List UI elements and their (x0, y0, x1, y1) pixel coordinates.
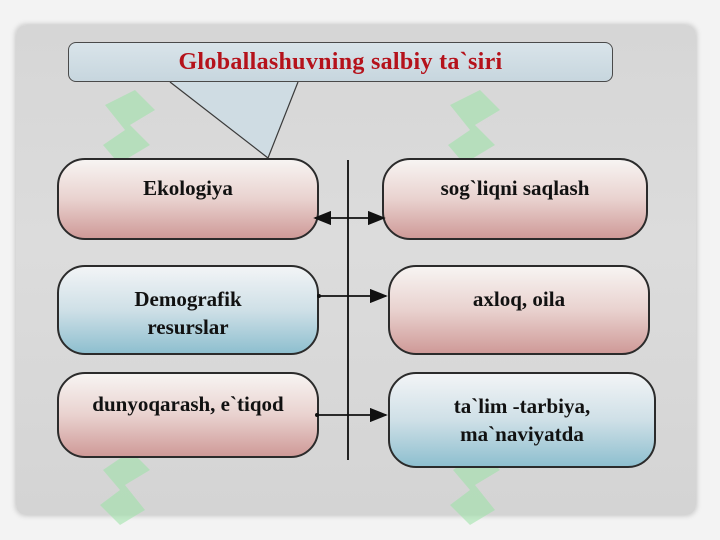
left-box-label: Ekologiya (143, 176, 233, 200)
right-box-talim: ta`lim -tarbiya, ma`naviyatda (388, 372, 656, 468)
right-box-sogliqni: sog`liqni saqlash (382, 158, 648, 240)
right-box-label: sog`liqni saqlash (440, 176, 590, 200)
right-box-label: axloq, oila (472, 287, 566, 311)
page-title: Globallashuvning salbiy ta`siri (178, 48, 503, 75)
left-box-dunyoqarash: dunyoqarash, e`tiqod (57, 372, 319, 458)
left-box-label: dunyoqarash, e`tiqod (92, 392, 284, 416)
right-box-label: ta`lim -tarbiya, ma`naviyatda (453, 394, 591, 446)
center-divider (347, 160, 349, 460)
left-box-ekologiya: Ekologiya (57, 158, 319, 240)
left-box-label: Demografik resurslar (134, 287, 242, 339)
left-box-demografik: Demografik resurslar (57, 265, 319, 355)
title-box: Globallashuvning salbiy ta`siri (68, 42, 613, 82)
right-box-axloq: axloq, oila (388, 265, 650, 355)
